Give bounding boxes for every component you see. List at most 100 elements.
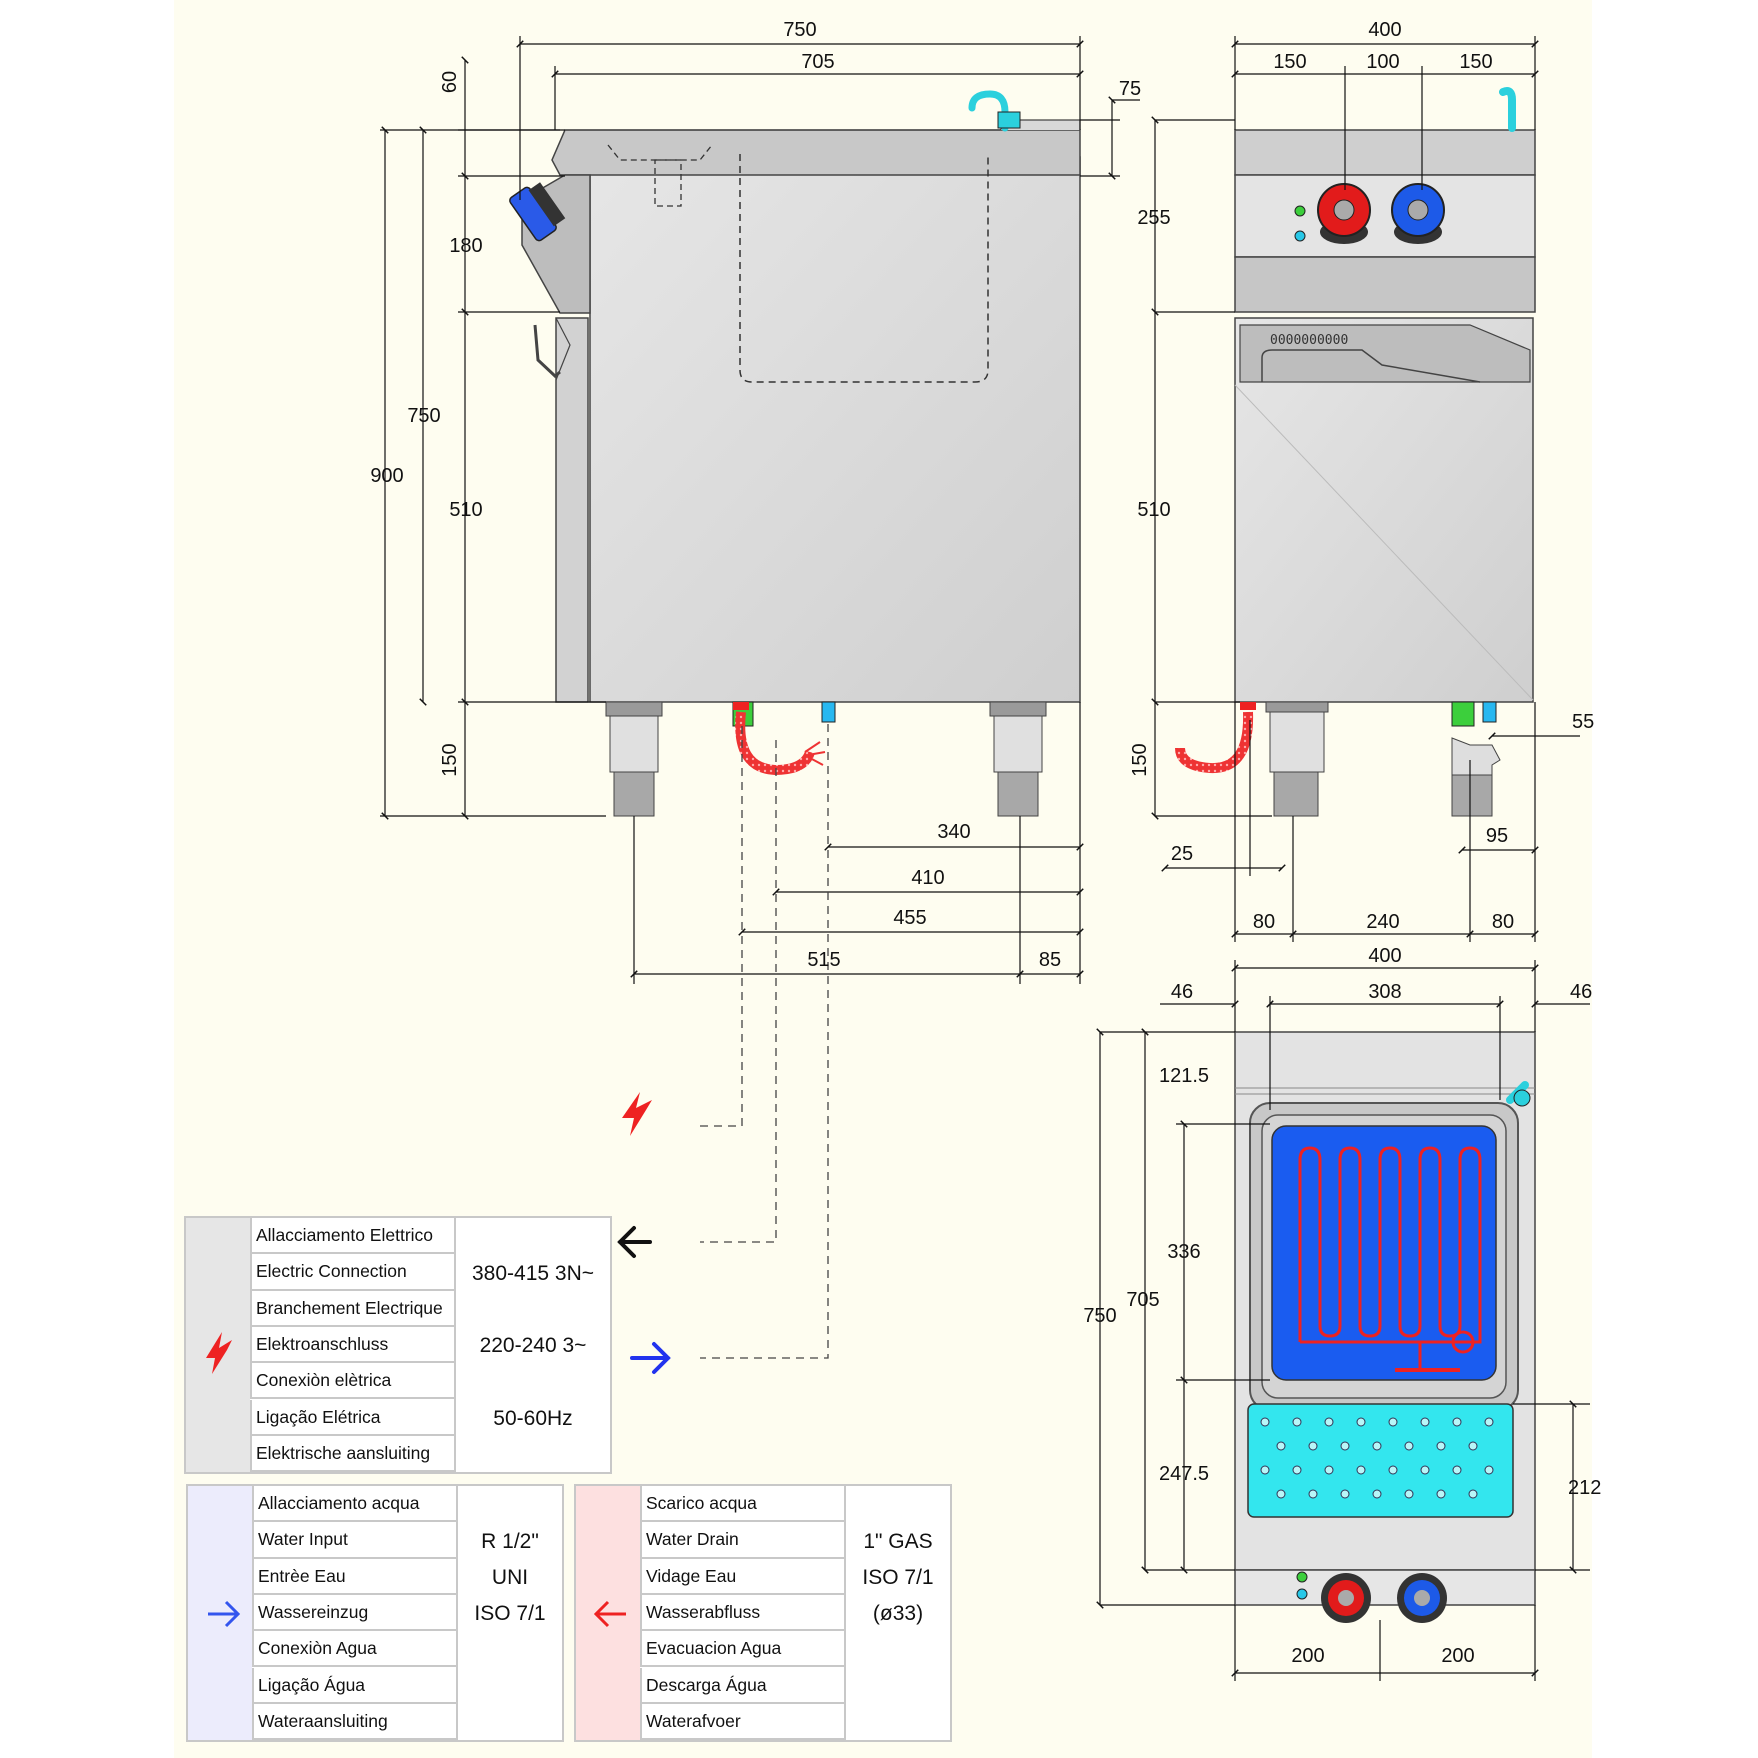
legend-row-label: Evacuacion Agua: [640, 1631, 844, 1668]
dim-side-height-total: 900: [370, 465, 403, 487]
dim-side-control: 180: [449, 235, 482, 257]
dim-top-705: 705: [1126, 1289, 1159, 1311]
legend-row-label: Elektrische aansluiting: [250, 1435, 454, 1473]
dim-front-255: 255: [1137, 207, 1170, 229]
legend-row-label: Wateraansluiting: [252, 1703, 456, 1741]
legend-water-drain-value-1: 1" GAS: [863, 1530, 933, 1553]
front-panel-slots: 0000000000: [1270, 333, 1348, 348]
basket-hole: [1484, 1417, 1494, 1427]
side-door: [555, 317, 589, 703]
basket-hole: [1356, 1465, 1366, 1475]
side-power-cable: [735, 711, 815, 776]
legend-water-input-values: R 1/2" UNI ISO 7/1: [456, 1486, 562, 1740]
basket-hole: [1292, 1417, 1302, 1427]
lightning-icon: [206, 1332, 232, 1374]
legend-row-label: Descarga Água: [640, 1667, 844, 1704]
arrow-left-black-icon: [617, 1226, 652, 1258]
legend-water-input-value-1: R 1/2": [481, 1530, 539, 1553]
basket-hole: [1324, 1465, 1334, 1475]
basket-hole: [1404, 1441, 1414, 1451]
dim-front-seg-left: 150: [1273, 51, 1306, 73]
basket-hole: [1420, 1465, 1430, 1475]
side-feet: [605, 701, 1047, 817]
legend-electric-side: [186, 1218, 250, 1472]
legend-water-drain-value-2: ISO 7/1: [862, 1566, 934, 1589]
arrow-right-blue-icon: [630, 1342, 671, 1374]
dim-side-splash: 75: [1119, 78, 1141, 100]
arrow-left-icon: [593, 1600, 626, 1628]
legend-water-drain-side: [576, 1486, 640, 1740]
basket-hole: [1260, 1417, 1270, 1427]
legend-row-label: Elektroanschluss: [250, 1326, 454, 1364]
basket-holes: [1260, 1417, 1494, 1499]
legend-row-label: Wasserabfluss: [640, 1594, 844, 1632]
basket-hole: [1484, 1465, 1494, 1475]
side-top-plate: [551, 129, 1081, 176]
side-view: [509, 90, 1081, 817]
dim-front-seg-mid: 100: [1366, 51, 1399, 73]
legend-row-label: Water Drain: [640, 1522, 844, 1559]
top-view: [1234, 1031, 1536, 1623]
front-knob-red: [1317, 183, 1371, 244]
legend-row-label: Vidage Eau: [640, 1558, 844, 1595]
side-dimension-lines: [380, 36, 1140, 984]
dim-side-height-body: 750: [407, 405, 440, 427]
heating-element: [1298, 1146, 1482, 1368]
basket-hole: [1340, 1441, 1350, 1451]
dim-side-lower: 510: [449, 499, 482, 521]
dim-top-247: 247.5: [1159, 1463, 1209, 1485]
dim-side-85: 85: [1039, 949, 1061, 971]
dim-side-feet: 150: [439, 743, 461, 776]
top-knob-red: [1321, 1573, 1371, 1623]
dim-side-515: 515: [807, 949, 840, 971]
legend-row-label: Ligação Elétrica: [250, 1399, 454, 1436]
legend-row-label: Electric Connection: [250, 1254, 454, 1291]
dim-top-inner: 308: [1368, 981, 1401, 1003]
legend-row-label: Entrèe Eau: [252, 1558, 456, 1595]
basket-hole: [1372, 1441, 1382, 1451]
side-body: [589, 156, 1081, 703]
legend-row-label: Allacciamento Elettrico: [250, 1218, 454, 1255]
basket-hole: [1452, 1417, 1462, 1427]
top-basket: [1247, 1403, 1514, 1518]
front-dimension-lines: [1151, 36, 1580, 942]
dim-top-336: 336: [1167, 1241, 1200, 1263]
top-dimension-lines: [1096, 960, 1590, 1681]
legend-row-label: Water Input: [252, 1522, 456, 1559]
legend-row-label: Conexiòn Agua: [252, 1631, 456, 1668]
legend-electric-values: 380-415 3N~ 220-240 3~ 50-60Hz: [454, 1218, 610, 1472]
legend-row-label: Ligação Água: [252, 1667, 456, 1704]
dim-top-margin-right: 46: [1570, 981, 1592, 1003]
basket-hole: [1356, 1417, 1366, 1427]
dim-top-750: 750: [1083, 1305, 1116, 1327]
dim-top-121: 121.5: [1159, 1065, 1209, 1087]
basket-hole: [1308, 1489, 1318, 1499]
basket-hole: [1388, 1465, 1398, 1475]
dim-front-width: 400: [1368, 19, 1401, 41]
dim-front-seg-right: 150: [1459, 51, 1492, 73]
basket-hole: [1308, 1441, 1318, 1451]
basket-hole: [1404, 1489, 1414, 1499]
legend-row-label: Allacciamento acqua: [252, 1486, 456, 1523]
basket-hole: [1292, 1465, 1302, 1475]
dim-front-55: 55: [1572, 711, 1594, 733]
legend-electric-value-2: 220-240 3~: [479, 1334, 587, 1357]
dim-top-212: 212: [1568, 1477, 1601, 1499]
dim-side-410: 410: [911, 867, 944, 889]
dim-top-knob-right: 200: [1441, 1645, 1474, 1667]
dim-front-feet: 150: [1129, 743, 1151, 776]
legend-row-label: Waterafvoer: [640, 1703, 844, 1741]
basket-hole: [1452, 1465, 1462, 1475]
leader-lines: [696, 724, 829, 1359]
dim-side-455: 455: [893, 907, 926, 929]
basket-hole: [1324, 1417, 1334, 1427]
dim-side-top-offset: 60: [439, 71, 461, 93]
basket-hole: [1372, 1489, 1382, 1499]
front-view: 0000000000: [1175, 87, 1536, 817]
basket-hole: [1468, 1489, 1478, 1499]
legend-row-label: Branchement Electrique: [250, 1290, 454, 1327]
basket-hole: [1420, 1417, 1430, 1427]
